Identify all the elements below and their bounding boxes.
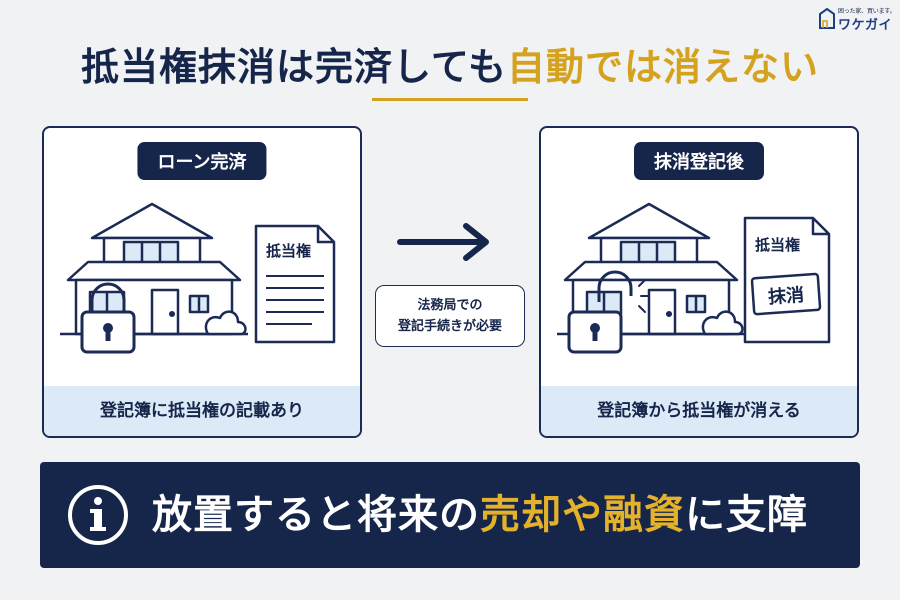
house-icon [60,202,248,336]
logo-name: ワケガイ [838,18,893,33]
page-title: 抵当権抹消は完済しても自動では消えない [0,36,900,91]
note-line2: 登記手続きが必要 [397,319,502,334]
logo-tagline: 困った家、買います。 [838,8,896,15]
banner-part1: 放置すると将来の [152,492,480,538]
procedure-note: 法務局での 登記手続きが必要 [375,285,525,347]
warning-banner: 放置すると将来の売却や融資に支障 [40,462,860,568]
panel-caption-left: 登記簿に抵当権の記載あり [44,386,360,436]
banner-text: 放置すると将来の売却や融資に支障 [152,462,808,568]
panel-loan-paid: ローン完済 [42,126,362,438]
panel-badge-after-cancellation: 抹消登記後 [634,142,764,180]
title-underline [372,98,528,101]
arrow-right-icon [397,223,489,261]
scene-left: 抵当権 [60,202,336,354]
note-line1: 法務局での [417,298,483,313]
logo-house-icon [819,7,835,29]
panel-badge-loan-paid: ローン完済 [137,142,267,180]
padlock-unlocked-icon [567,270,650,354]
scene-right: 抵当権 抹消 [557,202,831,354]
title-part2: 自動では消えない [506,45,819,89]
banner-part2: 売却や融資 [480,492,685,538]
cancel-stamp: 抹消 [750,272,822,316]
info-icon [68,485,128,545]
padlock-locked-icon [80,282,136,354]
document-title: 抵当権 [755,236,800,254]
banner-part3: に支障 [685,492,808,538]
panel-after-cancellation: 抹消登記後 [539,126,859,438]
document-icon: 抵当権 [254,224,336,344]
title-part1: 抵当権抹消は完済しても [81,45,507,89]
panel-caption-right: 登記簿から抵当権が消える [541,386,857,436]
stamp-text: 抹消 [767,284,804,308]
brand-logo: 困った家、買います。 ワケガイ [818,5,896,33]
document-icon: 抵当権 抹消 [743,216,831,344]
document-title: 抵当権 [266,242,311,260]
